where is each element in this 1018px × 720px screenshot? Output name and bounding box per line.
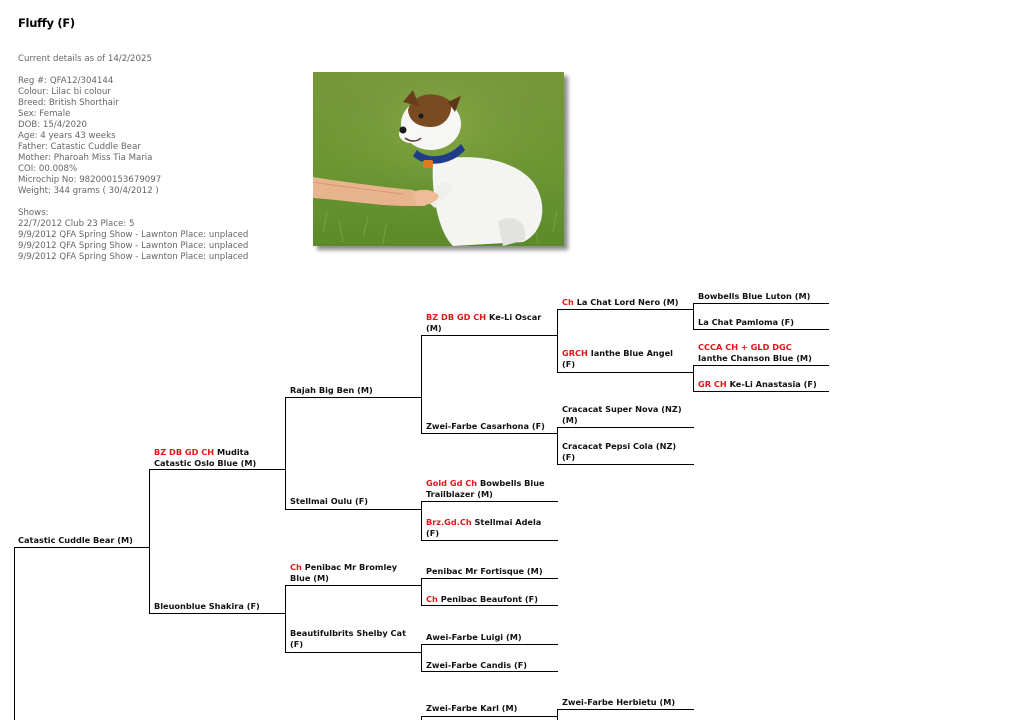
pedigree-node[interactable]: BZ DB GD CH Ke-Li Oscar (M) — [426, 312, 542, 333]
title-prefix: Ch — [290, 562, 302, 572]
shows-header: Shows: — [18, 208, 49, 218]
title-prefix: GR CH — [698, 379, 727, 389]
detail-dob: DOB: 15/4/2020 — [18, 120, 87, 130]
detail-breed: Breed: British Shorthair — [18, 98, 119, 108]
pedigree-node[interactable]: Zwei-Farbe Candis (F) — [426, 660, 528, 670]
tree-line — [421, 335, 558, 336]
title-prefix: Brz.Gd.Ch — [426, 517, 472, 527]
details-header: Current details as of 14/2/2025 — [18, 54, 152, 64]
pedigree-node-sire-dam[interactable]: Bleuonblue Shakira (F) — [154, 601, 260, 611]
pedigree-node[interactable]: Zwei-Farbe Casarhona (F) — [426, 421, 545, 431]
detail-father: Father: Catastic Cuddle Bear — [18, 142, 141, 152]
pedigree-node[interactable]: Stellmai Oulu (F) — [290, 496, 369, 506]
pedigree-node[interactable]: Rajah Big Ben (M) — [290, 385, 373, 395]
tree-line — [557, 427, 558, 465]
tree-line — [557, 427, 694, 428]
tree-line — [557, 709, 694, 710]
tree-line — [557, 372, 694, 373]
tree-line — [149, 469, 286, 470]
pet-photo — [313, 72, 564, 246]
pedigree-node-sire-sire[interactable]: BZ DB GD CH Mudita Catastic Oslo Blue (M… — [154, 447, 257, 468]
show-entry: 9/9/2012 QFA Spring Show - Lawnton Place… — [18, 252, 249, 262]
pedigree-node[interactable]: GR CH Ke-Li Anastasia (F) — [698, 379, 817, 389]
dog-photo-image — [313, 72, 564, 246]
pedigree-node[interactable]: Zwei-Farbe Herbietu (M) — [562, 697, 676, 707]
pedigree-node[interactable]: Beautifulbrits Shelby Cat (F) — [290, 628, 406, 649]
tree-line — [421, 716, 558, 717]
pedigree-node[interactable]: Brz.Gd.Ch Stellmai Adela (F) — [426, 517, 542, 538]
tree-line — [693, 365, 694, 392]
title-prefix: Ch — [562, 297, 574, 307]
tree-line — [421, 335, 422, 434]
tree-line — [557, 309, 694, 310]
tree-line — [421, 501, 558, 502]
title-prefix: Gold Gd Ch — [426, 478, 478, 488]
show-entry: 22/7/2012 Club 23 Place: 5 — [18, 219, 135, 229]
tree-line — [421, 578, 422, 606]
tree-line — [421, 644, 422, 672]
tree-line — [557, 464, 694, 465]
tree-line — [693, 365, 829, 366]
detail-sex: Sex: Female — [18, 109, 71, 119]
detail-colour: Colour: Lilac bi colour — [18, 87, 111, 97]
tree-line — [421, 501, 422, 541]
tree-line — [557, 709, 558, 720]
tree-line — [14, 547, 150, 548]
detail-coi: COI: 00.008% — [18, 164, 78, 174]
tree-line — [421, 671, 558, 672]
detail-weight: Weight: 344 grams ( 30/4/2012 ) — [18, 186, 159, 196]
tree-line — [285, 509, 422, 510]
detail-mother: Mother: Pharoah Miss Tia Maria — [18, 153, 153, 163]
tree-line — [285, 585, 422, 586]
tree-line — [421, 433, 558, 434]
pedigree-node[interactable]: Ch Penibac Mr Bromley Blue (M) — [290, 562, 398, 583]
pedigree-node-sire[interactable]: Catastic Cuddle Bear (M) — [18, 535, 133, 545]
tree-line — [421, 540, 558, 541]
tree-line — [693, 329, 829, 330]
pedigree-node[interactable]: Ch La Chat Lord Nero (M) — [562, 297, 679, 307]
page-title: Fluffy (F) — [18, 16, 75, 30]
pedigree-node[interactable]: Cracacat Pepsi Cola (NZ) (F) — [562, 441, 677, 462]
pedigree-node[interactable]: Penibac Mr Fortisque (M) — [426, 566, 543, 576]
pedigree-node[interactable]: CCCA CH + GLD DGC Ianthe Chanson Blue (M… — [698, 342, 812, 363]
pedigree-node[interactable]: Awei-Farbe Luigi (M) — [426, 632, 522, 642]
title-prefix: BZ DB GD CH — [154, 447, 215, 457]
tree-line — [285, 585, 286, 653]
tree-line — [557, 309, 558, 373]
title-prefix: CCCA CH + GLD DGC — [698, 342, 792, 352]
pedigree-node[interactable]: Cracacat Super Nova (NZ) (M) — [562, 404, 682, 425]
pedigree-node[interactable]: GRCH Ianthe Blue Angel (F) — [562, 348, 673, 369]
tree-line — [149, 613, 286, 614]
pedigree-node[interactable]: La Chat Pamloma (F) — [698, 317, 794, 327]
show-entry: 9/9/2012 QFA Spring Show - Lawnton Place… — [18, 241, 249, 251]
tree-line — [693, 391, 829, 392]
tree-line — [285, 652, 422, 653]
detail-reg: Reg #: QFA12/304144 — [18, 76, 114, 86]
tree-line — [285, 397, 286, 510]
tree-line — [421, 644, 558, 645]
title-prefix: BZ DB GD CH — [426, 312, 487, 322]
pedigree-node[interactable]: Ch Penibac Beaufont (F) — [426, 594, 538, 604]
pedigree-node[interactable]: Bowbells Blue Luton (M) — [698, 291, 811, 301]
tree-line — [149, 469, 150, 614]
show-entry: 9/9/2012 QFA Spring Show - Lawnton Place… — [18, 230, 249, 240]
tree-line — [421, 578, 558, 579]
tree-line — [421, 605, 558, 606]
tree-line — [693, 303, 694, 330]
tree-line — [285, 397, 422, 398]
pedigree-node[interactable]: Gold Gd Ch Bowbells Blue Trailblazer (M) — [426, 478, 545, 499]
details-list: Reg #: QFA12/304144 Colour: Lilac bi col… — [18, 76, 161, 197]
shows-list: Shows: 22/7/2012 Club 23 Place: 5 9/9/20… — [18, 208, 248, 263]
detail-microchip: Microchip No: 982000153679097 — [18, 175, 162, 185]
title-prefix: Ch — [426, 594, 438, 604]
title-prefix: GRCH — [562, 348, 588, 358]
detail-age: Age: 4 years 43 weeks — [18, 131, 116, 141]
tree-line — [693, 303, 829, 304]
tree-line — [421, 716, 422, 720]
pedigree-node[interactable]: Zwei-Farbe Karl (M) — [426, 703, 518, 713]
tree-line — [14, 547, 15, 720]
